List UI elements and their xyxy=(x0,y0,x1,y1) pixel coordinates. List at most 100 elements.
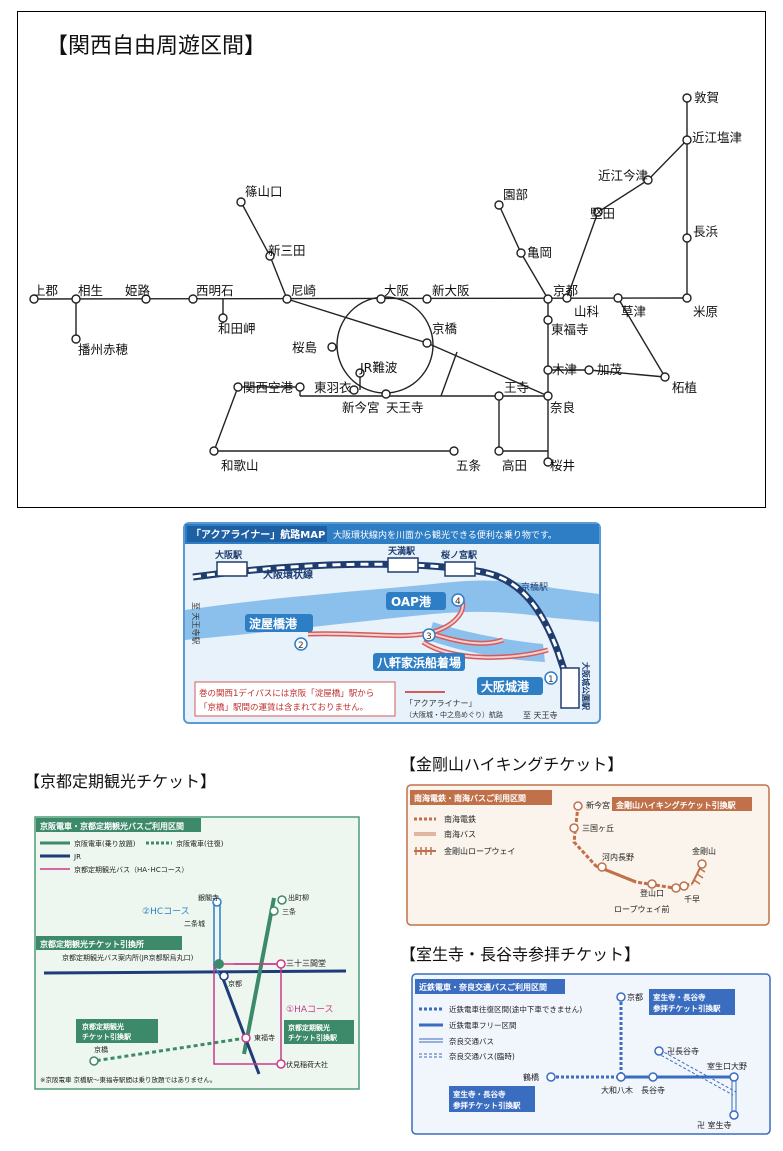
muro-ticket-title: 【室生寺・長谷寺参拝チケット】 xyxy=(400,945,641,964)
kyoto-ginkakuji: 銀閣寺 xyxy=(198,893,219,902)
station-jr-namba: JR難波 xyxy=(359,360,398,375)
station-wakayama: 和歌山 xyxy=(221,458,259,473)
station-katata: 堅田 xyxy=(590,206,615,221)
kongo-kongosan: 金剛山 xyxy=(692,846,716,856)
legend-keihan-ride: 京阪電車(乗り放題) xyxy=(74,839,136,848)
aqualiner-note-2: 「京橋」駅間の運賃は含まれておりません。 xyxy=(199,702,368,713)
muro-hasedera-temple: 卍長谷寺 xyxy=(667,1047,699,1056)
kyoto-station: 京都 xyxy=(228,979,242,988)
legend-kyoto-bus: 京都定期観光バス（HA･HCコース） xyxy=(74,865,188,874)
kyoto-ticket-title: 【京都定期観光チケット】 xyxy=(24,772,217,791)
osaka-station: 大阪駅 xyxy=(215,549,243,561)
station-kamigori: 上郡 xyxy=(33,283,58,298)
hachikenya-port: 八軒家浜船着場 xyxy=(376,655,461,670)
station-omi-shiotsu: 近江塩津 xyxy=(692,130,742,145)
kyoto-sanjo: 三条 xyxy=(282,907,296,916)
muro-legend-free: 近鉄電車フリー区間 xyxy=(449,1020,517,1030)
kyoto-nijojo: 二条城 xyxy=(184,919,205,928)
station-gojo: 五条 xyxy=(456,458,482,473)
muro-yamato-yagi: 大和八木 xyxy=(601,1085,633,1095)
muro-murouguchi-ono: 室生口大野 xyxy=(707,1061,747,1071)
aqualiner-route-map: 「アクアライナー」航路MAP 大阪環状線内を川面から観光できる便利な乗り物です。… xyxy=(183,522,601,724)
station-kizu: 木津 xyxy=(552,362,577,377)
tofukuji-exchange-a: 京都定期観光 xyxy=(82,1022,124,1031)
keihan-exchange-b: チケット引換駅 xyxy=(288,1033,338,1042)
kyoto-exchange-box: 京都定期観光チケット引換所 xyxy=(40,939,144,949)
kongo-tozanguchi: 登山口 xyxy=(640,888,664,898)
muro-ticket-map: 近鉄電車・奈良交通バスご利用区間 近鉄電車往復区間(途中下車できません) 近鉄電… xyxy=(411,973,771,1135)
keihan-exchange-a: 京都定期観光 xyxy=(288,1023,330,1032)
station-nagahama: 長浜 xyxy=(693,224,718,239)
aqualiner-header-desc: 大阪環状線内を川面から観光できる便利な乗り物です。 xyxy=(333,529,557,541)
map-title: 【関西自由周遊区間】 xyxy=(46,34,267,59)
kongo-legend-train: 南海電鉄 xyxy=(444,814,476,824)
station-higashi-fukuji: 東福寺 xyxy=(551,322,589,337)
kongo-shin-imamiya: 新今宮 xyxy=(586,800,610,810)
kongo-chihaya: 千早 xyxy=(684,894,700,904)
kyoto-hc-course: ②HCコース xyxy=(142,907,190,917)
kongo-header: 南海電鉄・南海バスご利用区間 xyxy=(414,793,526,803)
station-higashi-hagoromo: 東羽衣 xyxy=(314,380,352,395)
legend-keihan-round: 京阪電車(往復) xyxy=(176,839,224,848)
station-kyoto: 京都 xyxy=(553,283,579,298)
station-sakurai: 桜井 xyxy=(550,458,575,473)
aqualiner-note-1: 巻の関西1デイパスには京阪「淀屋橋」駅から xyxy=(199,688,374,699)
station-osaka: 大阪 xyxy=(384,283,410,298)
muro-murouji-temple: 卍 室生寺 xyxy=(697,1120,732,1130)
muro-tsuruhashi: 鶴橋 xyxy=(523,1072,539,1082)
kyoto-header: 京阪電車・京都定期観光バスご利用区間 xyxy=(40,821,184,831)
kongo-ticket-title: 【金剛山ハイキングチケット】 xyxy=(400,755,624,774)
muro-exch-top-a: 室生寺・長谷寺 xyxy=(653,992,706,1002)
kyobashi-station: 京橋駅 xyxy=(521,581,548,593)
kongo-ticket-map: 南海電鉄・南海バスご利用区間 南海電鉄 南海バス 金剛山ロープウェイ 新今宮 金… xyxy=(406,784,770,926)
station-kansai-airport: 関西空港 xyxy=(243,380,294,395)
muro-kyoto: 京都 xyxy=(627,992,643,1002)
port-number-1: 1 xyxy=(548,675,554,685)
port-number-3: 3 xyxy=(426,632,432,642)
kyoto-ticket-map: 京阪電車・京都定期観光バスご利用区間 京阪電車(乗り放題) 京阪電車(往復) J… xyxy=(34,816,360,1090)
kongo-sanjugaoka: 三国ヶ丘 xyxy=(582,824,614,833)
station-sakurajima: 桜島 xyxy=(292,340,317,355)
kongo-legend-bus: 南海バス xyxy=(444,829,476,839)
station-yamashina: 山科 xyxy=(574,304,600,319)
legend-jr: JR xyxy=(73,853,81,861)
port-number-2: 2 xyxy=(298,641,304,651)
station-banshu-ako: 播州赤穂 xyxy=(78,342,129,357)
kyoto-tofukuji: 東福寺 xyxy=(254,1033,275,1042)
station-amagasaki: 尼崎 xyxy=(291,283,317,298)
station-himeji: 姫路 xyxy=(125,283,151,298)
station-tsuge: 柘植 xyxy=(672,380,697,395)
kyoto-demachiyanagi: 出町柳 xyxy=(288,893,309,902)
kongo-ropeway-mae: ロープウェイ前 xyxy=(614,904,670,914)
muro-legend-bus: 奈良交通バス xyxy=(449,1036,494,1046)
muro-exch-top-b: 参拝チケット引換駅 xyxy=(653,1003,721,1013)
station-takada: 高田 xyxy=(502,458,527,473)
sakuranomiya-station: 桜ノ宮駅 xyxy=(441,549,478,561)
station-nara: 奈良 xyxy=(550,400,575,415)
aqualiner-legend-label: 「アクアライナー」 xyxy=(405,699,476,708)
kyoto-note: ※京阪電車 京橋駅〜東福寺駅間は乗り放題ではありません。 xyxy=(40,1075,216,1084)
kongo-kawachinagano: 河内長野 xyxy=(602,852,634,862)
to-tennoji-right: 至 天王寺 xyxy=(523,711,558,720)
port-number-4: 4 xyxy=(455,597,461,607)
muro-exch-bottom-b: 参拝チケット引換駅 xyxy=(453,1100,521,1110)
kyoto-bus-office: 京都定期観光バス案内所(JR京都駅烏丸口) xyxy=(62,953,194,962)
station-shin-osaka: 新大阪 xyxy=(432,283,470,298)
station-shin-imamiya: 新今宮 xyxy=(342,400,380,415)
station-wadamisaki: 和田岬 xyxy=(218,321,256,336)
station-omi-imazu: 近江今津 xyxy=(598,168,648,183)
muro-hasedera-station: 長谷寺 xyxy=(641,1086,665,1095)
loop-line-label: 大阪環状線 xyxy=(263,568,313,581)
station-kameoka: 亀岡 xyxy=(527,245,552,260)
kongo-exchange-badge: 金剛山ハイキングチケット引換駅 xyxy=(615,800,737,810)
osakajo-koen-station: 大阪城公園駅 xyxy=(581,662,591,711)
station-nishi-akashi: 西明石 xyxy=(196,283,234,298)
kyoto-ha-course: ①HAコース xyxy=(286,1005,334,1015)
station-maibara: 米原 xyxy=(693,304,718,319)
kyoto-kyobashi: 京橋 xyxy=(94,1045,108,1054)
station-kusatsu: 草津 xyxy=(621,304,646,319)
osakajo-port: 大阪城港 xyxy=(481,679,530,694)
muro-header: 近鉄電車・奈良交通バスご利用区間 xyxy=(419,982,547,992)
aqualiner-header-title: 「アクアライナー」航路MAP xyxy=(191,528,325,541)
station-sasayamaguchi: 篠山口 xyxy=(245,184,283,199)
